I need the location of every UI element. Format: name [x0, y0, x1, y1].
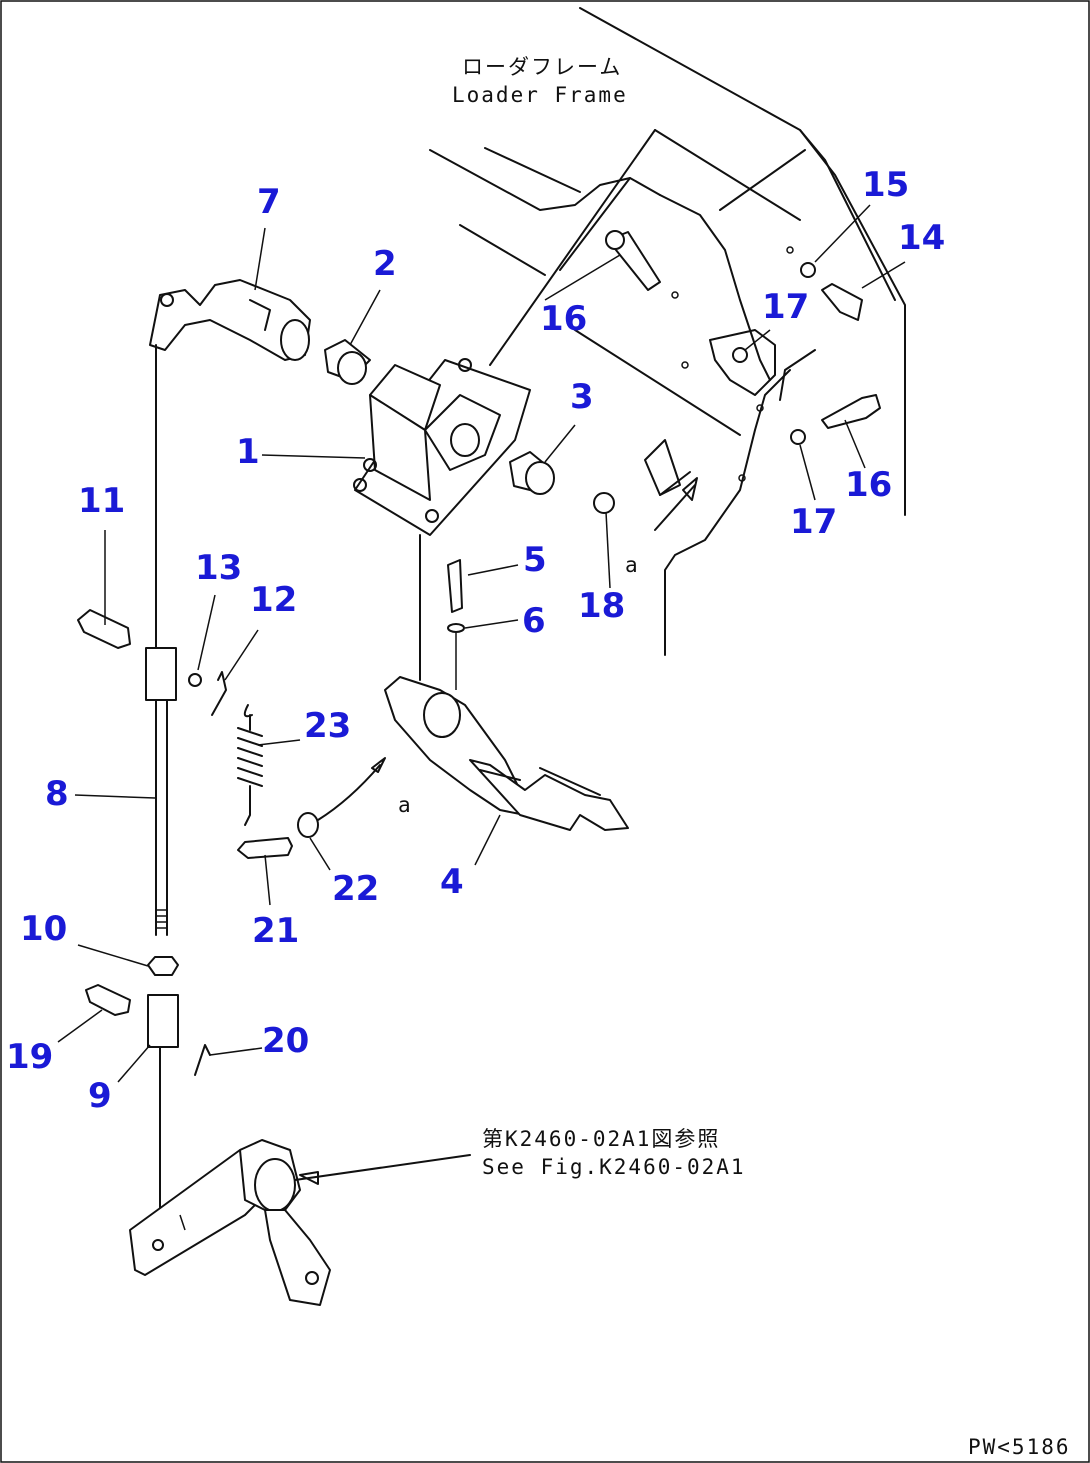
callout-17-upper: 17 — [762, 287, 809, 327]
callout-22: 22 — [332, 869, 379, 909]
callout-13: 13 — [195, 548, 242, 588]
ref-mark-a-left: a — [398, 793, 413, 817]
callout-6: 6 — [522, 601, 546, 641]
see-fig-en: See Fig.K2460-02A1 — [482, 1155, 746, 1179]
callout-17-lower: 17 — [790, 502, 837, 542]
lower-lever — [129, 1139, 331, 1306]
bushing-2 — [324, 339, 371, 385]
washer-6 — [447, 623, 465, 633]
callout-4: 4 — [440, 862, 464, 902]
pedal-bracket — [353, 358, 531, 536]
callout-21: 21 — [252, 911, 299, 951]
clevis-lower — [147, 994, 179, 1048]
callout-23: 23 — [304, 706, 351, 746]
nut-10 — [147, 956, 179, 976]
drawing-code: PW<5186 — [968, 1435, 1071, 1459]
washer-22 — [297, 812, 319, 838]
clevis-pin-19 — [85, 984, 131, 1016]
pedal-shaft-arm — [149, 279, 311, 361]
leader-lines — [57, 204, 906, 1083]
ref-mark-a-right: a — [625, 553, 640, 577]
washer-13 — [188, 673, 202, 687]
see-fig-jp: 第K2460-02A1図参照 — [482, 1127, 720, 1151]
callout-15: 15 — [862, 165, 909, 205]
callout-14: 14 — [898, 218, 945, 258]
callout-8: 8 — [45, 774, 69, 814]
cotter-pin-12 — [211, 671, 227, 716]
callout-9: 9 — [88, 1076, 112, 1116]
pin-21 — [237, 837, 293, 859]
callout-10: 10 — [20, 909, 67, 949]
callout-2: 2 — [373, 244, 397, 284]
assembly-arrow-a — [317, 764, 381, 821]
callout-labels: 1 2 3 4 5 6 7 8 9 10 11 12 13 14 15 16 1… — [6, 165, 945, 1116]
callout-7: 7 — [257, 182, 281, 222]
frame-label-jp: ローダフレーム — [462, 55, 622, 79]
callout-3: 3 — [570, 377, 594, 417]
callout-11: 11 — [78, 481, 125, 521]
clevis-upper — [145, 647, 177, 701]
rod-8 — [155, 344, 168, 936]
callout-18: 18 — [578, 586, 625, 626]
brake-pedal — [384, 676, 629, 831]
spring-23 — [237, 704, 263, 826]
callout-5: 5 — [523, 540, 547, 580]
see-fig-leader — [294, 1154, 471, 1181]
callout-20: 20 — [262, 1021, 309, 1061]
callout-16-lower: 16 — [845, 465, 892, 505]
bushing-3 — [509, 451, 555, 495]
frame-label-en: Loader Frame — [452, 83, 628, 107]
clevis-pin-11 — [77, 609, 131, 649]
callout-1: 1 — [236, 432, 260, 472]
loader-frame-outline — [429, 7, 906, 656]
callout-16-upper: 16 — [540, 299, 587, 339]
callout-19: 19 — [6, 1037, 53, 1077]
bolt-5 — [447, 559, 463, 613]
cotter-pin-20 — [194, 1044, 211, 1076]
callout-12: 12 — [250, 580, 297, 620]
